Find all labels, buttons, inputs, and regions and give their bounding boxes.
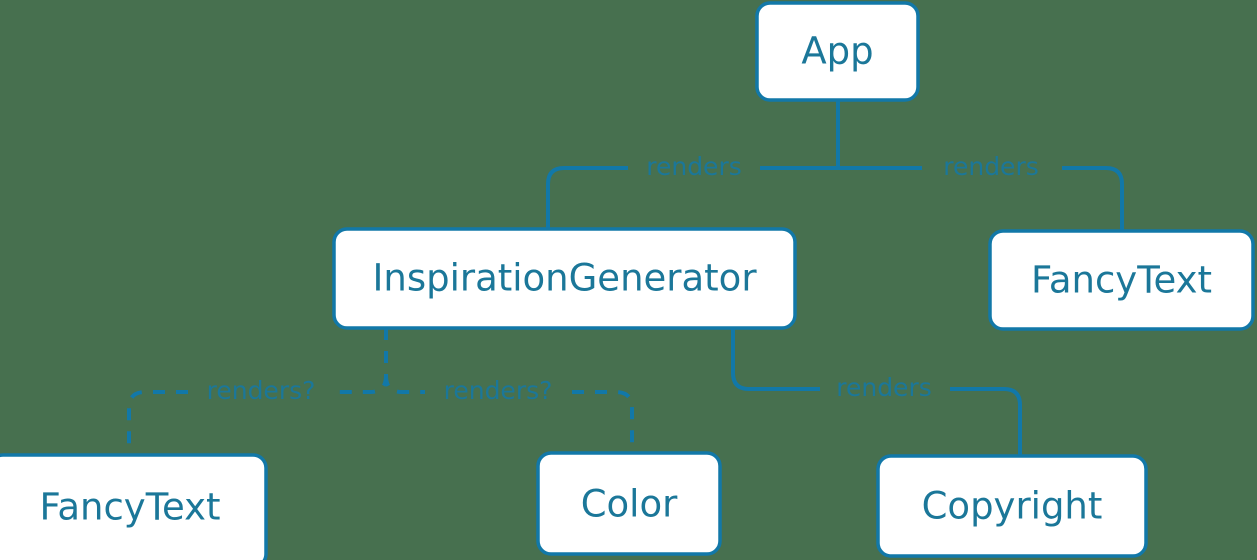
edge-app-to-fancytext-right: renders — [836, 100, 1124, 231]
node-copyright[interactable]: Copyright — [876, 454, 1148, 558]
node-inspirationgenerator-box[interactable] — [332, 227, 797, 330]
edge-inspirationgenerator-to-copyright: renders — [731, 328, 1022, 456]
node-fancytext-bottom[interactable]: FancyText — [0, 453, 268, 560]
node-fancytext-bottom-label: FancyText — [39, 486, 220, 529]
node-app-box[interactable] — [755, 1, 920, 102]
edge-app-to-inspirationgenerator: renders — [546, 100, 840, 229]
node-color-label: Color — [581, 483, 678, 526]
edge-app-to-fancytext-right-path — [836, 100, 1124, 231]
node-copyright-label: Copyright — [922, 485, 1103, 528]
edge-label-inspirationgenerator-to-color: renders? — [444, 376, 553, 405]
node-inspirationgenerator-label: InspirationGenerator — [372, 257, 757, 300]
node-color-box[interactable] — [536, 451, 722, 556]
edge-inspirationgenerator-to-color: renders? — [384, 328, 634, 453]
edge-label-app-to-fancytext-right: renders — [943, 152, 1039, 181]
edge-label-inspirationgenerator-to-fancytext-bottom: renders? — [207, 376, 316, 405]
edge-label-inspirationgenerator-to-copyright: renders — [836, 373, 932, 402]
edge-inspirationgenerator-to-fancytext-bottom: renders? — [127, 328, 388, 455]
node-app[interactable]: App — [755, 1, 920, 102]
node-app-label: App — [801, 30, 873, 73]
edge-label-app-to-inspirationgenerator: renders — [646, 152, 742, 181]
edge-inspirationgenerator-to-copyright-path — [731, 328, 1022, 456]
node-copyright-box[interactable] — [876, 454, 1148, 558]
node-fancytext-right[interactable]: FancyText — [988, 229, 1255, 331]
node-fancytext-right-box[interactable] — [988, 229, 1255, 331]
node-fancytext-right-label: FancyText — [1031, 259, 1212, 302]
node-color[interactable]: Color — [536, 451, 722, 556]
edge-inspirationgenerator-to-color-path — [384, 328, 634, 453]
node-inspirationgenerator[interactable]: InspirationGenerator — [332, 227, 797, 330]
node-fancytext-bottom-box[interactable] — [0, 453, 268, 560]
